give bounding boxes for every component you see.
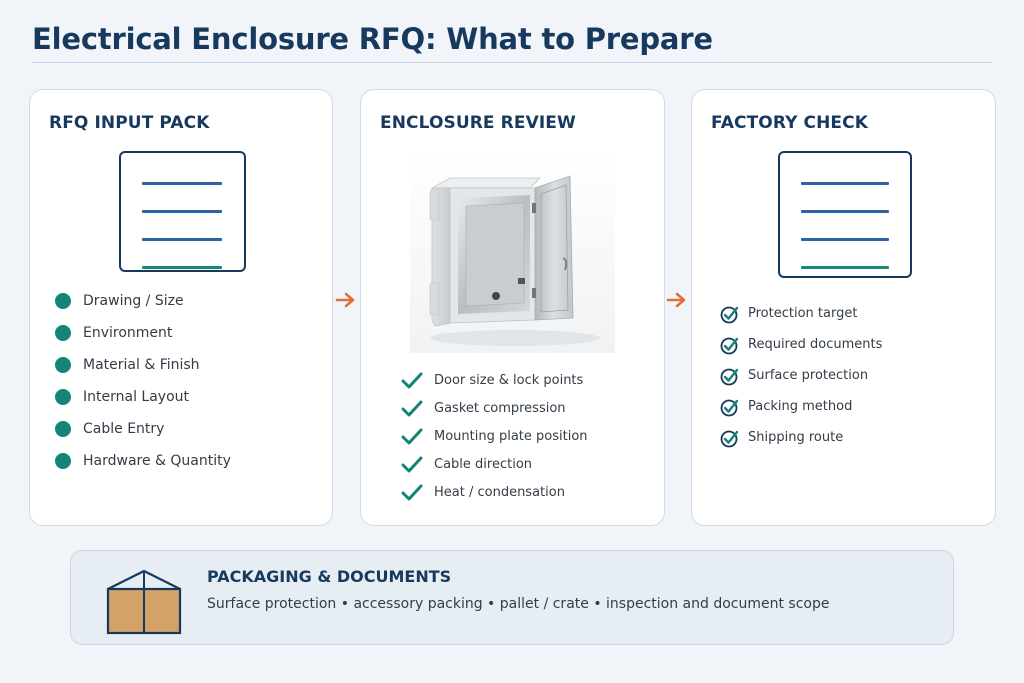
list-item: Environment [55, 323, 231, 355]
arrow-right-icon [335, 292, 355, 308]
circle-check-icon [720, 368, 739, 386]
list-item: Heat / condensation [401, 484, 588, 512]
packaging-title: PACKAGING & DOCUMENTS [207, 567, 452, 586]
check-icon [401, 428, 423, 445]
list-item: Surface protection [720, 367, 882, 398]
list-item: Mounting plate position [401, 428, 588, 456]
packaging-documents-banner: PACKAGING & DOCUMENTS Surface protection… [70, 550, 954, 645]
bullet-dot-icon [55, 293, 71, 309]
circle-check-icon [720, 337, 739, 355]
rfq-input-pack-card: RFQ INPUT PACK Drawing / Size Environmen… [29, 89, 333, 526]
check-icon [401, 456, 423, 473]
list-item: Shipping route [720, 429, 882, 460]
bullet-dot-icon [55, 453, 71, 469]
bullet-dot-icon [55, 389, 71, 405]
factory-check-list: Protection target Required documents Sur… [720, 305, 882, 460]
enclosure-review-title: ENCLOSURE REVIEW [380, 113, 576, 133]
document-icon [778, 151, 912, 278]
list-item: Drawing / Size [55, 291, 231, 323]
rfq-input-list: Drawing / Size Environment Material & Fi… [55, 291, 231, 483]
circle-check-icon [720, 399, 739, 417]
circle-check-icon [720, 306, 739, 324]
packaging-description: Surface protection • accessory packing •… [207, 596, 830, 612]
bullet-dot-icon [55, 357, 71, 373]
electrical-enclosure-photo [410, 148, 615, 353]
factory-check-card: FACTORY CHECK Protection target Required… [691, 89, 996, 526]
list-item: Required documents [720, 336, 882, 367]
list-item: Door size & lock points [401, 372, 588, 400]
list-item: Cable direction [401, 456, 588, 484]
check-icon [401, 484, 423, 501]
circle-check-icon [720, 430, 739, 448]
bullet-dot-icon [55, 325, 71, 341]
arrow-right-icon [666, 292, 686, 308]
bullet-dot-icon [55, 421, 71, 437]
rfq-input-pack-title: RFQ INPUT PACK [49, 113, 210, 133]
list-item: Hardware & Quantity [55, 451, 231, 483]
list-item: Material & Finish [55, 355, 231, 387]
list-item: Cable Entry [55, 419, 231, 451]
crate-icon [106, 569, 182, 635]
list-item: Gasket compression [401, 400, 588, 428]
page-title: Electrical Enclosure RFQ: What to Prepar… [32, 22, 713, 56]
list-item: Packing method [720, 398, 882, 429]
document-icon [119, 151, 246, 272]
title-divider [32, 62, 992, 63]
check-icon [401, 372, 423, 389]
list-item: Protection target [720, 305, 882, 336]
factory-check-title: FACTORY CHECK [711, 113, 868, 133]
enclosure-review-card: ENCLOSURE REVIEW [360, 89, 665, 526]
list-item: Internal Layout [55, 387, 231, 419]
enclosure-review-list: Door size & lock points Gasket compressi… [401, 372, 588, 512]
check-icon [401, 400, 423, 417]
